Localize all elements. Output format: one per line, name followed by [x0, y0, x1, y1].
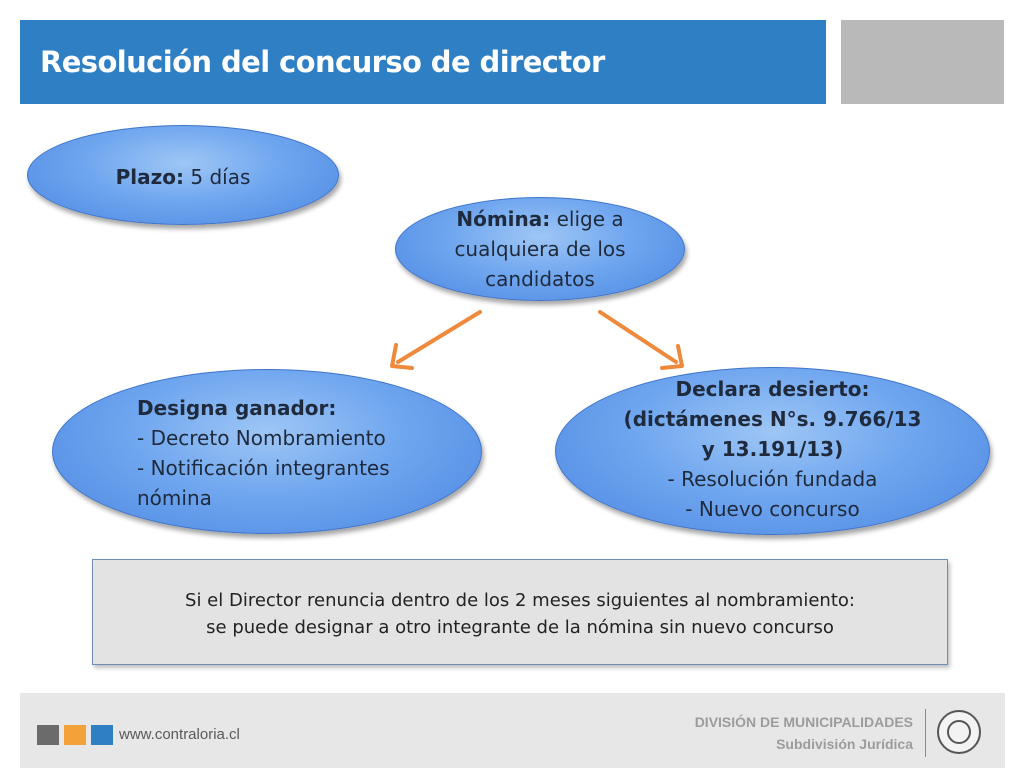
footer-square-blue — [91, 725, 113, 745]
plazo-label: Plazo: — [115, 165, 184, 189]
nomina-label: Nómina: — [456, 207, 551, 231]
footer-square-orange — [64, 725, 86, 745]
declara-title: Declara desierto: — [675, 377, 870, 401]
plazo-value: 5 días — [184, 165, 251, 189]
header-accent-block — [841, 20, 1004, 104]
declara-line-4: - Nuevo concurso — [685, 497, 860, 521]
designa-title: Designa ganador: — [137, 396, 337, 420]
arrow-down-left-icon — [390, 310, 482, 370]
nomina-node: Nómina: elige a cualquiera de los candid… — [395, 197, 685, 301]
nomina-text-3: candidatos — [485, 267, 595, 291]
designa-line-2: - Notificación integrantes — [137, 456, 390, 480]
contraloria-seal-icon — [937, 710, 981, 754]
declara-line-2: y 13.191/13) — [701, 437, 844, 461]
designa-node: Designa ganador: - Decreto Nombramiento … — [52, 369, 482, 534]
nomina-text-1: elige a — [550, 207, 624, 231]
note-line-2: se puede designar a otro integrante de l… — [206, 617, 834, 638]
division-name: DIVISIÓN DE MUNICIPALIDADES — [694, 714, 913, 730]
footer-divider — [925, 709, 926, 757]
designa-line-1: - Decreto Nombramiento — [137, 426, 386, 450]
subdivision-name: Subdivisión Jurídica — [776, 736, 913, 752]
note-line-1: Si el Director renuncia dentro de los 2 … — [185, 590, 855, 611]
footer: www.contraloria.cl DIVISIÓN DE MUNICIPAL… — [20, 693, 1005, 768]
division-label: DIVISIÓN DE MUNICIPALIDADES Subdivisión … — [695, 711, 913, 755]
declara-line-3: - Resolución fundada — [667, 467, 878, 491]
declara-node: Declara desierto: (dictámenes N°s. 9.766… — [555, 367, 990, 535]
nomina-text-2: cualquiera de los — [454, 237, 626, 261]
plazo-node: Plazo: 5 días — [27, 125, 339, 225]
website-link[interactable]: www.contraloria.cl — [119, 726, 240, 743]
arrow-down-right-icon — [598, 310, 684, 370]
title-bar: Resolución del concurso de director — [20, 20, 826, 104]
footer-square-gray — [37, 725, 59, 745]
declara-line-1: (dictámenes N°s. 9.766/13 — [623, 407, 922, 431]
note-box: Si el Director renuncia dentro de los 2 … — [92, 559, 948, 665]
slide-title: Resolución del concurso de director — [40, 45, 605, 79]
designa-line-3: nómina — [137, 486, 212, 510]
